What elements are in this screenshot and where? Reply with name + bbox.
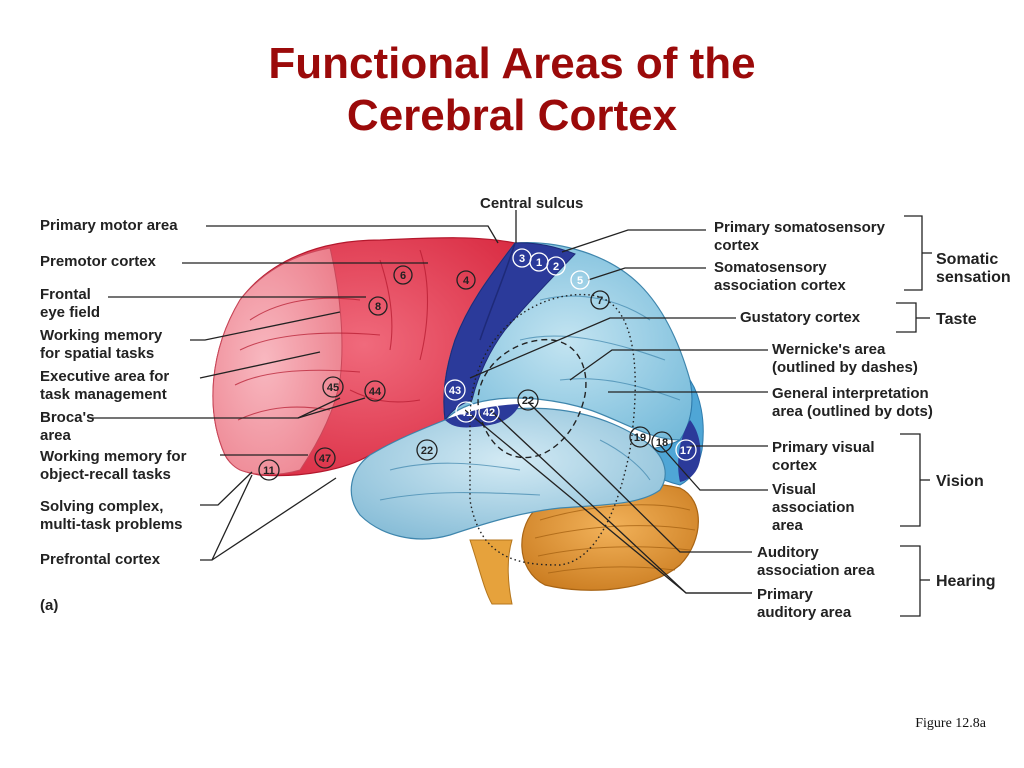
group-vision: Vision xyxy=(936,473,984,490)
area-2: 2 xyxy=(553,261,559,273)
label-general-interp-1: General interpretation xyxy=(772,385,929,402)
label-executive-area-2: task management xyxy=(40,386,167,403)
label-working-memory-spatial-2: for spatial tasks xyxy=(40,345,154,362)
label-brocas-area-2: area xyxy=(40,427,72,444)
area-41: 41 xyxy=(460,407,472,419)
label-working-memory-spatial-1: Working memory xyxy=(40,327,163,344)
group-taste: Taste xyxy=(936,311,977,328)
label-prefrontal-cortex: Prefrontal cortex xyxy=(40,551,161,568)
label-working-memory-object-2: object-recall tasks xyxy=(40,466,171,483)
cerebellum-folia xyxy=(534,504,696,574)
label-premotor-cortex: Premotor cortex xyxy=(40,253,157,270)
area-3: 3 xyxy=(519,253,525,265)
label-solving-complex-1: Solving complex, xyxy=(40,498,163,515)
leader-lines-right xyxy=(464,229,768,594)
label-working-memory-object-1: Working memory for xyxy=(40,448,187,465)
area-47: 47 xyxy=(319,453,331,465)
group-brackets xyxy=(896,215,932,617)
label-primary-auditory-2: auditory area xyxy=(757,604,852,621)
label-frontal-eye-field-1: Frontal xyxy=(40,286,91,303)
label-primary-motor-area: Primary motor area xyxy=(40,217,178,234)
label-auditory-assoc-1: Auditory xyxy=(757,544,819,561)
area-18: 18 xyxy=(656,437,668,449)
label-solving-complex-2: multi-task problems xyxy=(40,516,183,533)
area-42: 42 xyxy=(483,407,495,419)
area-6: 6 xyxy=(400,270,406,282)
area-19: 19 xyxy=(634,432,646,444)
area-22-upper: 22 xyxy=(522,395,534,407)
label-auditory-assoc-2: association area xyxy=(757,562,875,579)
central-sulcus-line xyxy=(479,242,516,341)
area-7: 7 xyxy=(597,295,603,307)
wernickes-outline xyxy=(477,339,587,459)
area-4: 4 xyxy=(463,275,470,287)
label-primary-somatosensory-2: cortex xyxy=(714,237,760,254)
area-17: 17 xyxy=(680,445,692,457)
general-interpretation-outline xyxy=(469,293,636,566)
frontal-gyri xyxy=(234,249,428,421)
label-primary-visual-2: cortex xyxy=(772,457,818,474)
label-general-interp-2: area (outlined by dots) xyxy=(772,403,933,420)
area-45: 45 xyxy=(327,382,339,394)
label-central-sulcus: Central sulcus xyxy=(480,195,583,212)
label-somatosensory-assoc-1: Somatosensory xyxy=(714,259,827,276)
area-1: 1 xyxy=(536,257,542,269)
area-22-lower: 22 xyxy=(421,445,433,457)
posterior-gyri xyxy=(379,295,681,501)
figure-caption: Figure 12.8a xyxy=(915,716,986,731)
label-brocas-area-1: Broca's xyxy=(40,409,94,426)
group-somatic-1: Somatic xyxy=(936,251,998,268)
label-wernickes-1: Wernicke's area xyxy=(772,341,886,358)
area-markers: 3 1 2 5 7 6 4 8 45 44 43 41 42 22 22 47 … xyxy=(258,248,697,481)
label-gustatory-cortex: Gustatory cortex xyxy=(740,309,861,326)
label-visual-assoc-2: association xyxy=(772,499,855,516)
label-primary-somatosensory-1: Primary somatosensory xyxy=(714,219,886,236)
area-11: 11 xyxy=(263,465,275,477)
panel-letter: (a) xyxy=(40,597,58,614)
label-visual-assoc-1: Visual xyxy=(772,481,816,498)
area-5: 5 xyxy=(577,275,583,287)
area-44: 44 xyxy=(369,386,382,398)
title-line-2: Cerebral Cortex xyxy=(346,91,678,140)
group-somatic-2: sensation xyxy=(936,269,1011,286)
area-8: 8 xyxy=(375,301,381,313)
area-43: 43 xyxy=(449,385,461,397)
label-frontal-eye-field-2: eye field xyxy=(40,304,100,321)
title-line-1: Functional Areas of the xyxy=(268,39,756,88)
primary-visual-region xyxy=(678,420,701,482)
group-hearing: Hearing xyxy=(936,573,996,590)
label-primary-visual-1: Primary visual xyxy=(772,439,875,456)
label-executive-area-1: Executive area for xyxy=(40,368,169,385)
label-visual-assoc-3: area xyxy=(772,517,804,534)
label-somatosensory-assoc-2: association cortex xyxy=(714,277,846,294)
brainstem xyxy=(469,539,513,605)
label-wernickes-2: (outlined by dashes) xyxy=(772,359,918,376)
page-title: Functional Areas of the Cerebral Cortex xyxy=(0,38,1024,142)
label-primary-auditory-1: Primary xyxy=(757,586,814,603)
leader-lines-left xyxy=(90,210,517,561)
